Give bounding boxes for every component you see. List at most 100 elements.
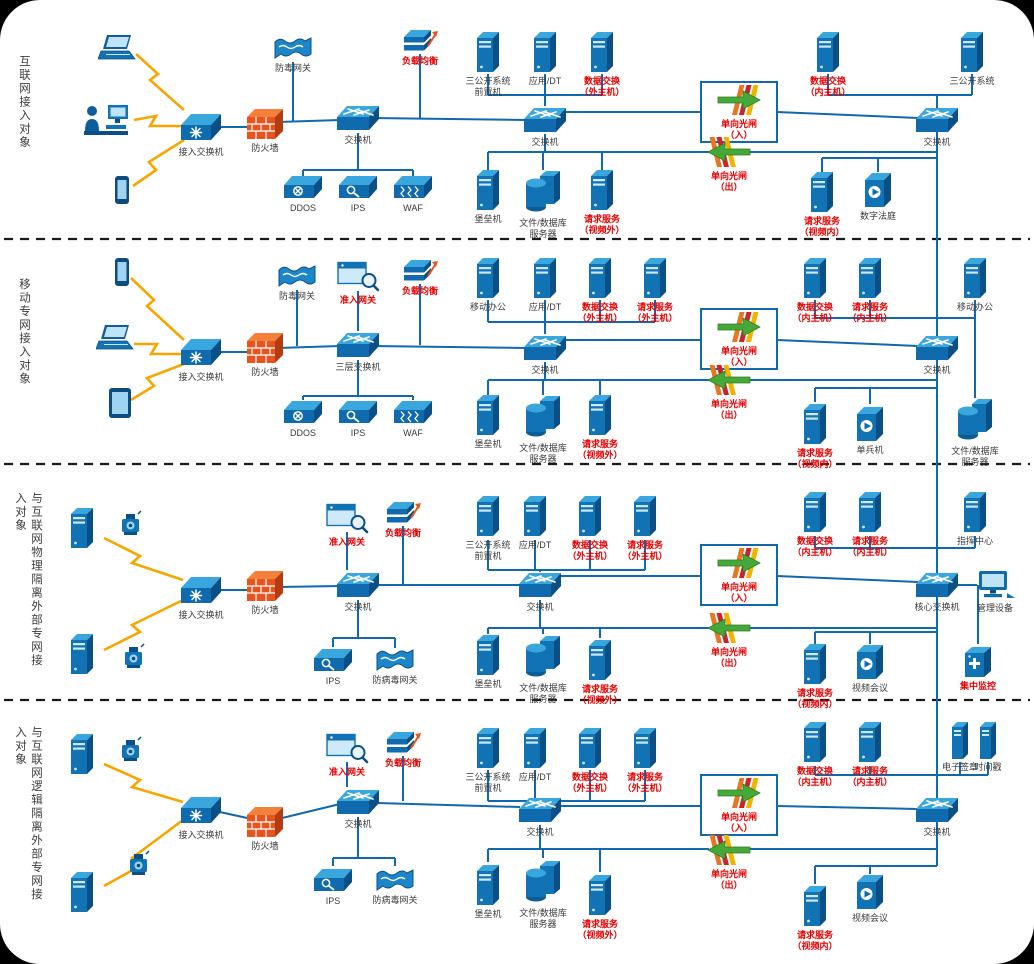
- zone-label-physical-isolated: 与互联网物理隔离外部专网接入对象: [14, 492, 42, 668]
- node-label: 数据交换 （外主机）: [567, 772, 613, 793]
- node-label: 请求服务 （外主机）: [632, 302, 678, 323]
- edge: [375, 802, 521, 808]
- node-label: 单兵机: [856, 445, 884, 455]
- node-label: 三公开系统: [949, 76, 995, 86]
- lightning-bolt: [133, 114, 182, 128]
- node-label: 请求服务 （视频内）: [792, 688, 838, 709]
- node-label: 交换机: [923, 827, 951, 837]
- node-label: 请求服务 （视频内）: [792, 448, 838, 469]
- node-label: 核心交换机: [914, 602, 960, 612]
- edge: [214, 810, 253, 820]
- node-label: 移动办公: [469, 302, 506, 312]
- node-label: 数据交换 （内主机）: [792, 302, 838, 323]
- node-label: IPS: [325, 676, 341, 686]
- node-label: 交换机: [526, 827, 554, 837]
- node-label: IPS: [350, 428, 366, 438]
- lightning-bolt: [130, 277, 185, 341]
- node-label: 文件/数据库 服务器: [519, 908, 567, 929]
- node-label: 防火墙: [251, 143, 279, 153]
- zone-label-mobile: 移动专网接入对象: [18, 278, 30, 386]
- node-label: 应用/DT: [518, 540, 552, 550]
- node-label: 防病毒网关: [372, 675, 418, 685]
- node-label: 防火墙: [251, 367, 279, 377]
- node-label: 堡垒机: [474, 679, 502, 689]
- node-label: 交换机: [344, 135, 372, 145]
- node-label: 负载均衡: [384, 758, 421, 768]
- node-label: 请求服务 （内主机）: [847, 766, 893, 787]
- node-label: DDOS: [289, 428, 316, 438]
- node-label: 三层交换机: [335, 362, 381, 372]
- lightning-bolt: [132, 138, 185, 188]
- node-label: 防毒网关: [278, 291, 315, 301]
- edge: [277, 803, 341, 820]
- node-label: 单向光闸 （出）: [710, 647, 747, 668]
- node-label: 单向光闸 （入）: [720, 582, 757, 603]
- node-label: 数据交换 （内主机）: [805, 76, 851, 97]
- node-label: 交换机: [923, 137, 951, 147]
- node-label: 文件/数据库 服务器: [519, 443, 567, 464]
- node-label: 数据交换 （内主机）: [792, 536, 838, 557]
- node-label: 应用/DT: [528, 76, 562, 86]
- node-label: 负载均衡: [384, 528, 421, 538]
- edge: [776, 339, 919, 347]
- edge: [277, 119, 341, 123]
- edge: [776, 805, 919, 810]
- node-label: 单向光闸 （出）: [710, 171, 747, 192]
- node-label: 请求服务 （视频外）: [577, 439, 623, 460]
- edge: [375, 345, 528, 349]
- node-label: 接入交换机: [178, 372, 224, 382]
- node-label: 交换机: [923, 365, 951, 375]
- node-label: IPS: [325, 896, 341, 906]
- node-label: 交换机: [344, 819, 372, 829]
- lightning-bolt: [103, 598, 184, 652]
- node-label: 请求服务 （内主机）: [847, 302, 893, 323]
- lightning-bolt: [103, 762, 184, 804]
- node-label: 管理设备: [976, 603, 1013, 613]
- node-label: WAF: [403, 203, 423, 213]
- node-label: 单向光闸 （出）: [710, 869, 747, 890]
- lightning-bolt: [134, 342, 182, 356]
- node-label: 数据交换 （外主机）: [577, 302, 623, 323]
- node-label: 电子签章: [941, 762, 978, 772]
- node-label: 请求服务 （视频外）: [577, 919, 623, 940]
- gate-frame: [700, 308, 778, 370]
- node-label: 请求服务 （视频外）: [579, 214, 625, 235]
- node-label: 接入交换机: [178, 830, 224, 840]
- edge: [277, 345, 341, 349]
- gate-frame: [700, 544, 778, 606]
- node-label: 准入网关: [328, 766, 365, 777]
- node-label: 请求服务 （内主机）: [847, 536, 893, 557]
- node-label: 文件/数据库 服务器: [519, 218, 567, 239]
- node-label: 三公开系统 前置机: [465, 540, 511, 561]
- node-label: 准入网关: [339, 294, 376, 305]
- node-label: 数据交换 （外主机）: [579, 76, 625, 97]
- node-label: 视频会议: [851, 913, 888, 923]
- node-label: 应用/DT: [528, 302, 562, 312]
- edge: [776, 575, 919, 583]
- edge: [776, 111, 919, 119]
- node-label: 数据交换 （内主机）: [792, 766, 838, 787]
- edge: [375, 117, 528, 121]
- node-label: 请求服务 （外主机）: [622, 540, 668, 561]
- node-label: 接入交换机: [178, 147, 224, 157]
- gate-frame: [700, 81, 778, 143]
- edge: [277, 585, 341, 588]
- node-label: 应用/DT: [518, 772, 552, 782]
- node-label: 防病毒网关: [372, 895, 418, 905]
- node-label: 集中监控: [959, 681, 996, 691]
- node-label: 负载均衡: [401, 56, 438, 66]
- node-label: 负载均衡: [401, 286, 438, 296]
- node-label: 请求服务 （外主机）: [622, 772, 668, 793]
- gate-frame: [700, 774, 778, 836]
- zone-label-internet: 互联网接入对象: [18, 55, 30, 150]
- lightning-bolt: [130, 362, 185, 402]
- node-label: 文件/数据库 服务器: [519, 683, 567, 704]
- node-label: 单向光闸 （入）: [720, 119, 757, 140]
- node-label: 堡垒机: [474, 214, 502, 224]
- node-label: 单向光闸 （出）: [710, 399, 747, 420]
- node-label: DDOS: [289, 203, 316, 213]
- node-label: IPS: [350, 203, 366, 213]
